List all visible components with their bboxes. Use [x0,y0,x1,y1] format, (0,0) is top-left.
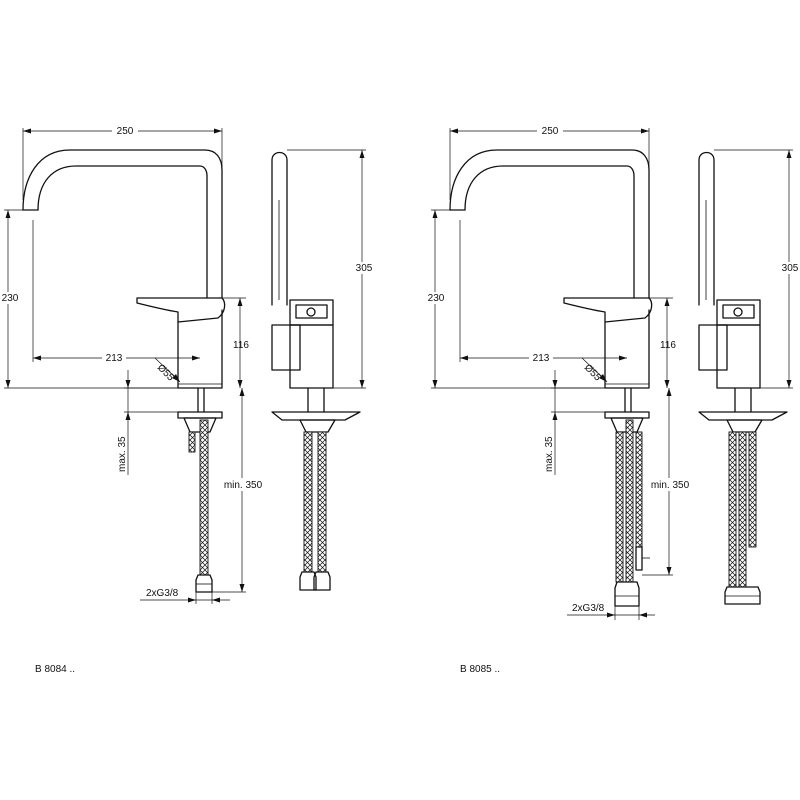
side-view [271,151,361,591]
dim-body-height-label: 116 [233,340,249,351]
dim-reach-label: 213 [533,353,550,364]
dim-spout-height-label: 230 [428,293,445,304]
drawing-b8084: 250 305 230 213 [0,125,373,675]
front-view [449,149,653,607]
dim-hose-length-label: min. 350 [224,480,263,491]
dim-body-height-label: 116 [660,340,676,351]
dimensions: 250 305 230 213 [425,125,800,620]
side-view [698,151,788,605]
dim-spout-height-label: 230 [2,293,19,304]
dim-hose-length-label: min. 350 [651,480,690,491]
model-label: B 8084 .. [35,664,75,675]
dim-reach-label: 213 [106,353,123,364]
dim-width-label: 250 [117,126,134,137]
model-label: B 8085 .. [460,664,500,675]
dim-height-side-label: 305 [782,263,799,274]
dim-diameter-label: Ø55 [155,362,176,383]
dim-deck-thickness-label: max. 35 [544,436,555,472]
dim-width-label: 250 [542,126,559,137]
dim-connection-label: 2xG3/8 [572,603,605,614]
front-view [22,149,226,593]
drawing-b8085: 250 305 230 213 [425,125,800,675]
dimensions: 250 305 230 213 [0,125,373,604]
dim-diameter-label: Ø55 [582,362,603,383]
dim-deck-thickness-label: max. 35 [117,436,128,472]
dim-connection-label: 2xG3/8 [146,588,179,599]
dim-height-side-label: 305 [356,263,373,274]
